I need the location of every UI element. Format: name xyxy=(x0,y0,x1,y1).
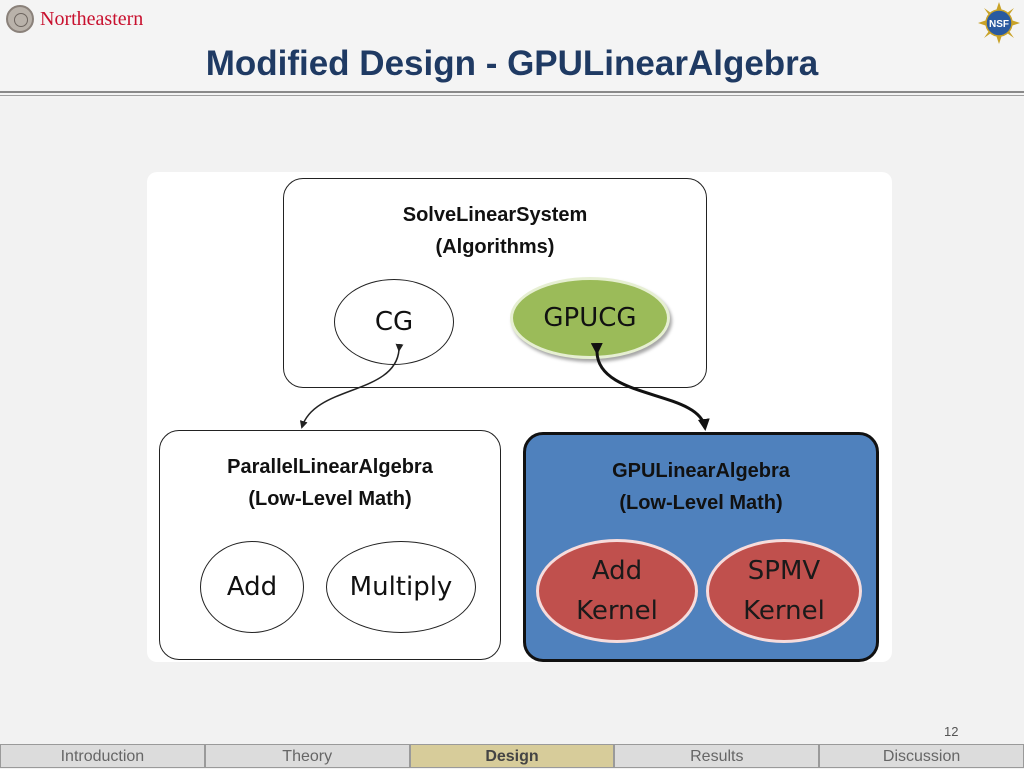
add-node: Add xyxy=(200,541,304,633)
add-kernel-line1: Add xyxy=(591,556,643,586)
multiply-node: Multiply xyxy=(326,541,476,633)
slide-title: Modified Design - GPULinearAlgebra xyxy=(205,44,819,83)
nav-tab-results[interactable]: Results xyxy=(614,744,820,768)
parallel-box-title: ParallelLinearAlgebra xyxy=(227,456,433,478)
solve-linear-system-box: SolveLinearSystem (Algorithms) CG GPUCG xyxy=(283,178,707,388)
spmv-kernel-line1: SPMV xyxy=(747,556,821,586)
nav-tab-introduction[interactable]: Introduction xyxy=(0,744,205,768)
add-kernel-line2: Kernel xyxy=(576,596,658,626)
nsf-logo-icon: NSF xyxy=(978,2,1020,44)
logo-text: Northeastern xyxy=(40,7,144,30)
nsf-text: NSF xyxy=(989,19,1009,30)
spmv-kernel-line2: Kernel xyxy=(743,596,825,626)
spmv-kernel-node: SPMV Kernel xyxy=(706,539,862,643)
gpu-box-title: GPULinearAlgebra xyxy=(612,460,790,482)
section-navigation: Introduction Theory Design Results Discu… xyxy=(0,744,1024,768)
gpu-linear-algebra-box: GPULinearAlgebra (Low-Level Math) Add Ke… xyxy=(523,432,879,662)
architecture-diagram: SolveLinearSystem (Algorithms) CG GPUCG … xyxy=(147,172,892,662)
gpucg-node: GPUCG xyxy=(510,277,670,359)
nav-tab-discussion[interactable]: Discussion xyxy=(819,744,1024,768)
solve-box-subtitle: (Algorithms) xyxy=(435,236,555,258)
parallel-linear-algebra-box: ParallelLinearAlgebra (Low-Level Math) A… xyxy=(159,430,501,660)
university-seal-icon xyxy=(6,5,34,33)
page-number: 12 xyxy=(944,724,959,739)
add-kernel-node: Add Kernel xyxy=(536,539,698,643)
nav-tab-theory[interactable]: Theory xyxy=(204,744,410,768)
northeastern-logo: Northeastern xyxy=(6,5,143,33)
slide-header: Northeastern NSF Modified Design - GPULi… xyxy=(0,0,1024,98)
header-divider xyxy=(0,91,1024,93)
nav-tab-design[interactable]: Design xyxy=(409,744,615,768)
parallel-box-subtitle: (Low-Level Math) xyxy=(248,488,412,510)
header-divider-thin xyxy=(0,95,1024,96)
gpu-box-subtitle: (Low-Level Math) xyxy=(619,492,783,514)
cg-node: CG xyxy=(334,279,454,365)
solve-box-title: SolveLinearSystem xyxy=(402,204,588,226)
